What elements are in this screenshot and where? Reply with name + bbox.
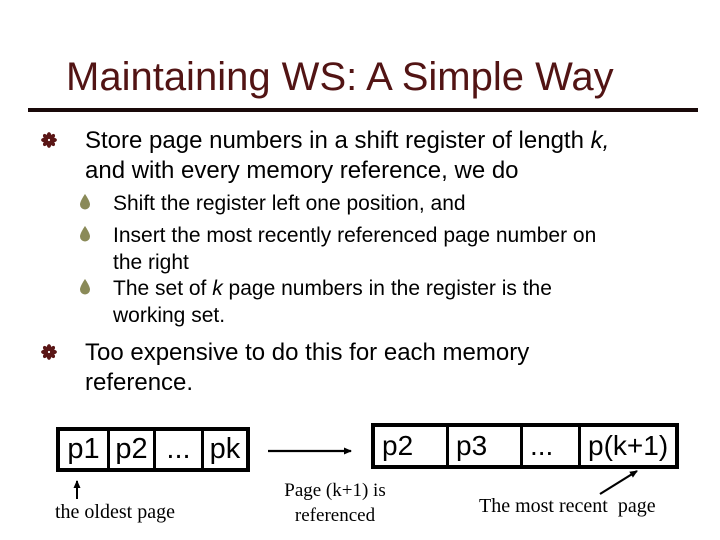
title-rule <box>28 108 698 112</box>
slide-title: Maintaining WS: A Simple Way <box>66 55 614 99</box>
register-cell: pk <box>201 431 246 468</box>
register-cell: ... <box>153 431 201 468</box>
sub-bullet-text: The set of k page numbers in the registe… <box>113 277 552 327</box>
sub-bullet-text: Shift the register left one position, an… <box>113 192 466 215</box>
bullet-text: Store page numbers in a shift register o… <box>85 127 610 184</box>
oldest-page-label: the oldest page <box>55 501 175 523</box>
shift-register-before: p1 p2 ... pk <box>56 427 250 472</box>
bullet-text: Too expensive to do this for each memory… <box>85 339 530 396</box>
shift-register-after: p2 p3 ... p(k+1) <box>371 423 679 469</box>
droplet-bullet-icon <box>80 194 90 210</box>
register-cell: ... <box>520 427 578 465</box>
register-cell: p2 <box>107 431 153 468</box>
flower-bullet-icon <box>41 344 57 360</box>
droplet-bullet-icon <box>80 279 90 295</box>
register-cell: p3 <box>446 427 520 465</box>
register-cell: p1 <box>67 433 100 465</box>
sub-bullet-text: Insert the most recently referenced page… <box>113 224 597 274</box>
register-cell: p(k+1) <box>578 427 675 465</box>
most-recent-page-label: The most recent page <box>479 495 656 517</box>
most-recent-arrow <box>599 470 638 495</box>
register-cell: p2 <box>382 430 414 461</box>
flower-bullet-icon <box>41 132 57 148</box>
droplet-bullet-icon <box>80 226 90 242</box>
